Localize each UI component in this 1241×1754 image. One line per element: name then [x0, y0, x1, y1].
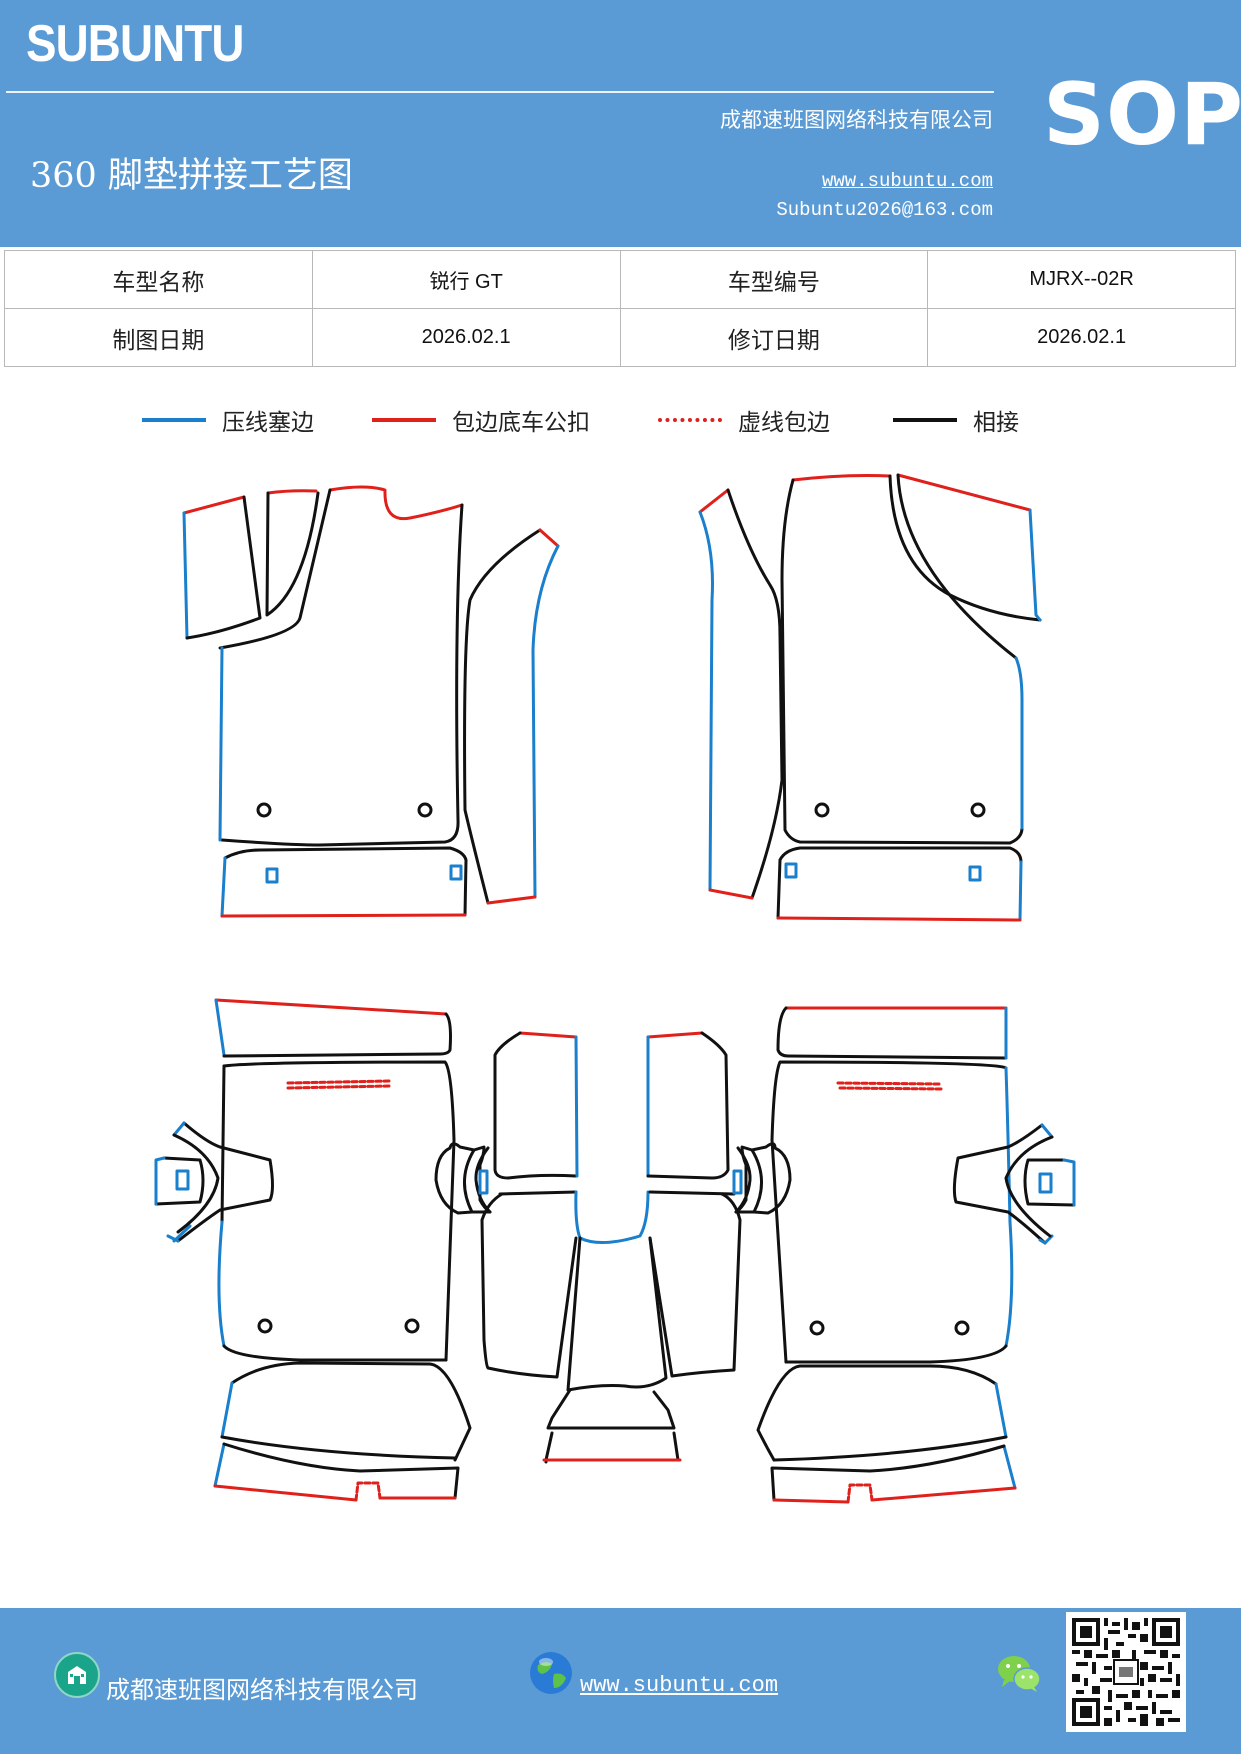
company-name: 成都速班图网络科技有限公司 — [720, 108, 993, 132]
revise-date-label: 修订日期 — [619, 308, 929, 367]
legend-swatch-black — [893, 418, 957, 422]
mat-rear-right — [732, 1006, 1076, 1504]
legend-item-wrap-edge: 包边底车公扣 — [372, 402, 590, 438]
legend-item-dotted-wrap: 虚线包边 — [658, 402, 830, 438]
sop-badge: SOP — [1043, 65, 1241, 165]
mat-front-left — [182, 485, 560, 918]
legend-swatch-red — [372, 418, 436, 422]
email-address[interactable]: Subuntu2026@163.com — [776, 199, 993, 221]
line-legend: 压线塞边 包边底车公扣 虚线包边 相接 — [0, 402, 1241, 438]
legend-label: 相接 — [973, 410, 1019, 436]
brand-logo: SUBUNTU — [26, 15, 244, 73]
footer-website-link[interactable]: www.subuntu.com — [580, 1673, 779, 1698]
mat-rear-left — [154, 998, 492, 1502]
table-row: 制图日期 2026.02.1 修订日期 2026.02.1 — [4, 308, 1236, 367]
legend-item-joint: 相接 — [893, 402, 1019, 438]
mat-center-tunnel — [480, 1031, 742, 1464]
legend-item-press-edge: 压线塞边 — [142, 402, 314, 438]
header-banner: SUBUNTU 成都速班图网络科技有限公司 360 脚垫拼接工艺图 www.su… — [0, 0, 1241, 247]
revise-date-value: 2026.02.1 — [927, 308, 1236, 367]
website-link[interactable]: www.subuntu.com — [821, 170, 993, 192]
wechat-icon[interactable] — [996, 1654, 1042, 1694]
model-code-value: MJRX--02R — [927, 250, 1236, 309]
vehicle-info-table: 车型名称 锐行 GT 车型编号 MJRX--02R 制图日期 2026.02.1… — [4, 250, 1236, 367]
mat-front-right — [698, 473, 1042, 922]
table-row: 车型名称 锐行 GT 车型编号 MJRX--02R — [4, 250, 1236, 309]
model-code-label: 车型编号 — [619, 250, 929, 309]
qr-code[interactable] — [1066, 1612, 1186, 1732]
legend-label: 虚线包边 — [738, 410, 830, 436]
footer-banner: 成都速班图网络科技有限公司 www.subuntu.com — [0, 1608, 1241, 1754]
legend-label: 包边底车公扣 — [452, 410, 590, 436]
globe-icon — [530, 1652, 572, 1694]
draw-date-value: 2026.02.1 — [311, 308, 621, 367]
header-divider — [6, 91, 994, 93]
legend-swatch-red-dotted — [658, 418, 722, 422]
draw-date-label: 制图日期 — [4, 308, 313, 367]
document-title: 360 脚垫拼接工艺图 — [30, 156, 353, 196]
footer-company-name: 成都速班图网络科技有限公司 — [106, 1676, 418, 1704]
legend-label: 压线塞边 — [222, 410, 314, 436]
legend-swatch-blue — [142, 418, 206, 422]
model-name-label: 车型名称 — [4, 250, 313, 309]
model-name-value: 锐行 GT — [311, 250, 621, 309]
building-icon — [54, 1652, 100, 1698]
floor-mat-diagram — [154, 473, 1076, 1504]
